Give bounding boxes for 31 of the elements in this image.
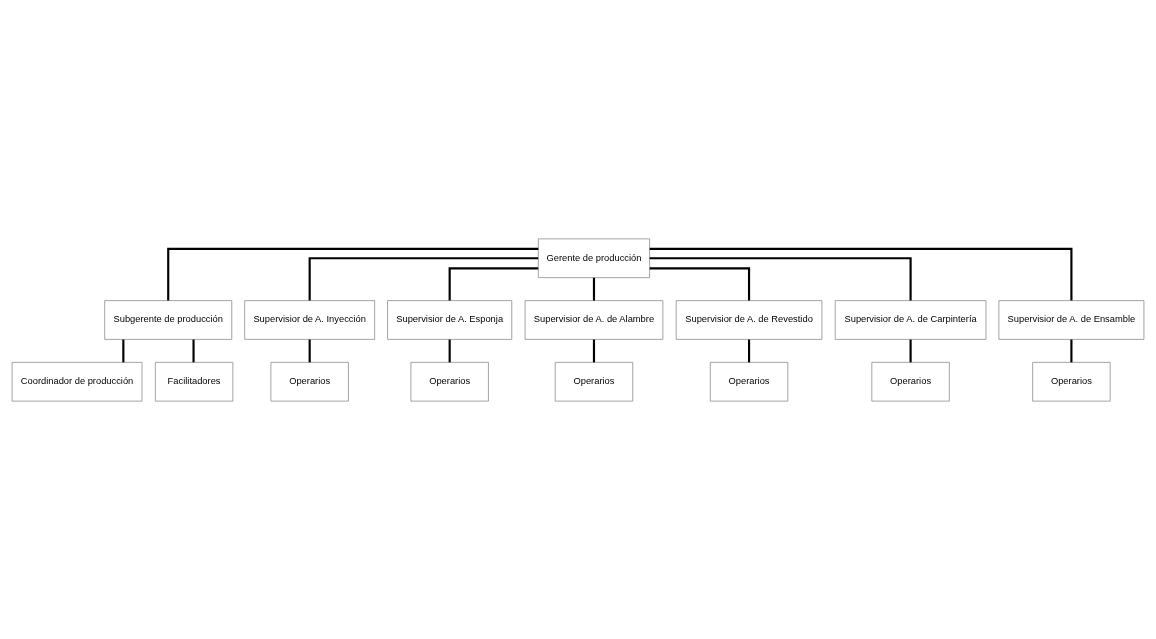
node-box: Operarios [554, 361, 634, 401]
connector [167, 247, 539, 301]
connector [649, 266, 751, 300]
connector [592, 339, 596, 362]
node-box: Supervisior de A. de Ensamble [998, 299, 1145, 340]
connector [308, 256, 539, 300]
connector [592, 277, 596, 301]
connector [192, 339, 195, 362]
node-box: Operarios [709, 361, 789, 401]
connector [308, 339, 311, 362]
connector [448, 266, 539, 300]
connector [909, 339, 912, 362]
node-box: Supervisior de A. de Alambre [524, 299, 664, 340]
connector [1070, 339, 1073, 362]
node-box: Operarios [410, 361, 489, 401]
node-box: Supervisior de A. de Revestido [675, 299, 823, 340]
connector [649, 247, 1073, 301]
node-box: Supervisior de A. Inyección [244, 299, 375, 340]
node-box: Gerente de producción [537, 238, 650, 278]
node-box: Facilitadores [154, 361, 234, 401]
connector [649, 256, 912, 300]
connector [448, 339, 451, 362]
node-box: Subgerente de producción [104, 299, 233, 340]
node-box: Supervisior de A. de Carpintería [834, 299, 987, 340]
connector [747, 339, 751, 362]
node-box: Supervisior de A. Esponja [387, 299, 513, 340]
node-box: Operarios [1032, 361, 1111, 401]
connector [122, 339, 125, 362]
node-box: Coordinador de producción [11, 361, 143, 401]
node-box: Operarios [270, 361, 349, 401]
node-box: Operarios [871, 361, 950, 401]
